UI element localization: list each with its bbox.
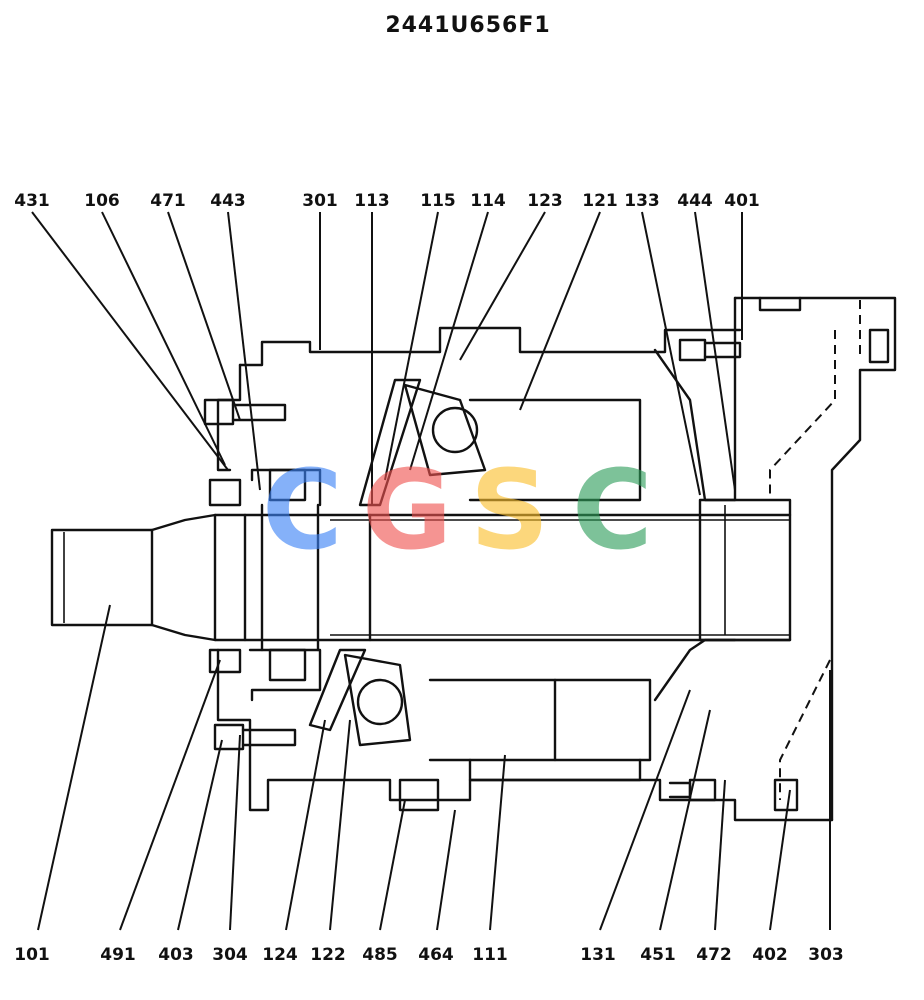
part-label: 403 — [158, 945, 194, 965]
part-label: 123 — [527, 191, 563, 211]
watermark-letter-c2: C — [572, 446, 653, 574]
part-label: 101 — [14, 945, 50, 965]
part-label: 113 — [354, 191, 390, 211]
watermark-letter-c1: C — [262, 446, 343, 574]
part-label: 472 — [696, 945, 732, 965]
part-label: 464 — [418, 945, 454, 965]
leader-lines — [31, 211, 831, 931]
part-label: 122 — [310, 945, 346, 965]
part-label: 114 — [470, 191, 506, 211]
part-label: 111 — [472, 945, 508, 965]
part-label: 444 — [677, 191, 713, 211]
part-label: 131 — [580, 945, 616, 965]
part-label: 471 — [150, 191, 186, 211]
watermark-letter-s: S — [470, 446, 549, 574]
pump-body — [50, 296, 897, 822]
part-label: 402 — [752, 945, 788, 965]
watermark-letter-g: G — [362, 446, 452, 574]
part-labels-bottom: 101 491 403 304 124 122 485 464 111 131 … — [14, 945, 844, 965]
part-label: 451 — [640, 945, 676, 965]
part-label: 304 — [212, 945, 248, 965]
part-label: 301 — [302, 191, 338, 211]
part-label: 431 — [14, 191, 50, 211]
part-label: 485 — [362, 945, 398, 965]
part-label: 133 — [624, 191, 660, 211]
part-label: 443 — [210, 191, 246, 211]
part-label: 401 — [724, 191, 760, 211]
drawing-title: 2441U656F1 — [385, 13, 550, 38]
part-labels-top: 431 106 471 443 301 113 115 114 123 121 … — [14, 191, 760, 211]
part-label: 491 — [100, 945, 136, 965]
part-label: 115 — [420, 191, 456, 211]
part-label: 124 — [262, 945, 298, 965]
part-label: 121 — [582, 191, 618, 211]
part-label: 303 — [808, 945, 844, 965]
part-label: 106 — [84, 191, 120, 211]
watermark: C G S C — [262, 446, 653, 574]
